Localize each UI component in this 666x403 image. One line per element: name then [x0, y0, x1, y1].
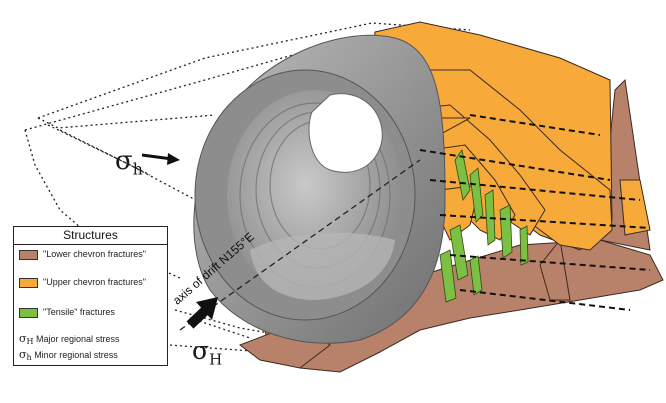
sigma-subscript: h: [26, 353, 32, 362]
legend-swatch: [19, 308, 38, 318]
borehole-lines: [419, 114, 651, 311]
legend-stress-minor: σh Minor regional stress: [19, 348, 118, 362]
legend-stress-major: σH Major regional stress: [19, 332, 120, 346]
tensile-fractures: [439, 149, 529, 303]
sigma-glyph: σ: [19, 348, 27, 361]
sigma-H-label: σH: [192, 336, 222, 368]
drift-tunnel: [193, 34, 446, 344]
sigma-H-arrow: [186, 297, 218, 329]
sigma-h-arrow: [141, 153, 180, 165]
sigma-subscript: H: [26, 337, 34, 346]
sigma-subscript: h: [132, 160, 143, 179]
sigma-symbol: σ: [192, 336, 210, 365]
sigma-symbol: σH: [19, 332, 34, 346]
sigma-glyph: σ: [19, 332, 27, 345]
sigma-subscript: H: [209, 350, 223, 369]
sigma-h-label: σh: [115, 146, 143, 178]
stress-description: Major regional stress: [36, 334, 120, 344]
legend-item-label: "Upper chevron fractures": [43, 277, 146, 287]
sigma-symbol: σh: [19, 348, 32, 362]
sigma-symbol: σ: [115, 146, 133, 176]
axis-of-drift-line: [179, 159, 421, 331]
legend-title: Structures: [14, 227, 167, 245]
legend-swatch: [19, 250, 38, 260]
legend-swatch: [19, 278, 38, 288]
stress-description: Minor regional stress: [34, 350, 118, 360]
legend-item-label: "Lower chevron fractures": [43, 249, 146, 259]
legend: Structures "Lower chevron fractures" "Up…: [13, 226, 168, 366]
legend-item-label: "Tensile" fractures: [43, 307, 115, 317]
